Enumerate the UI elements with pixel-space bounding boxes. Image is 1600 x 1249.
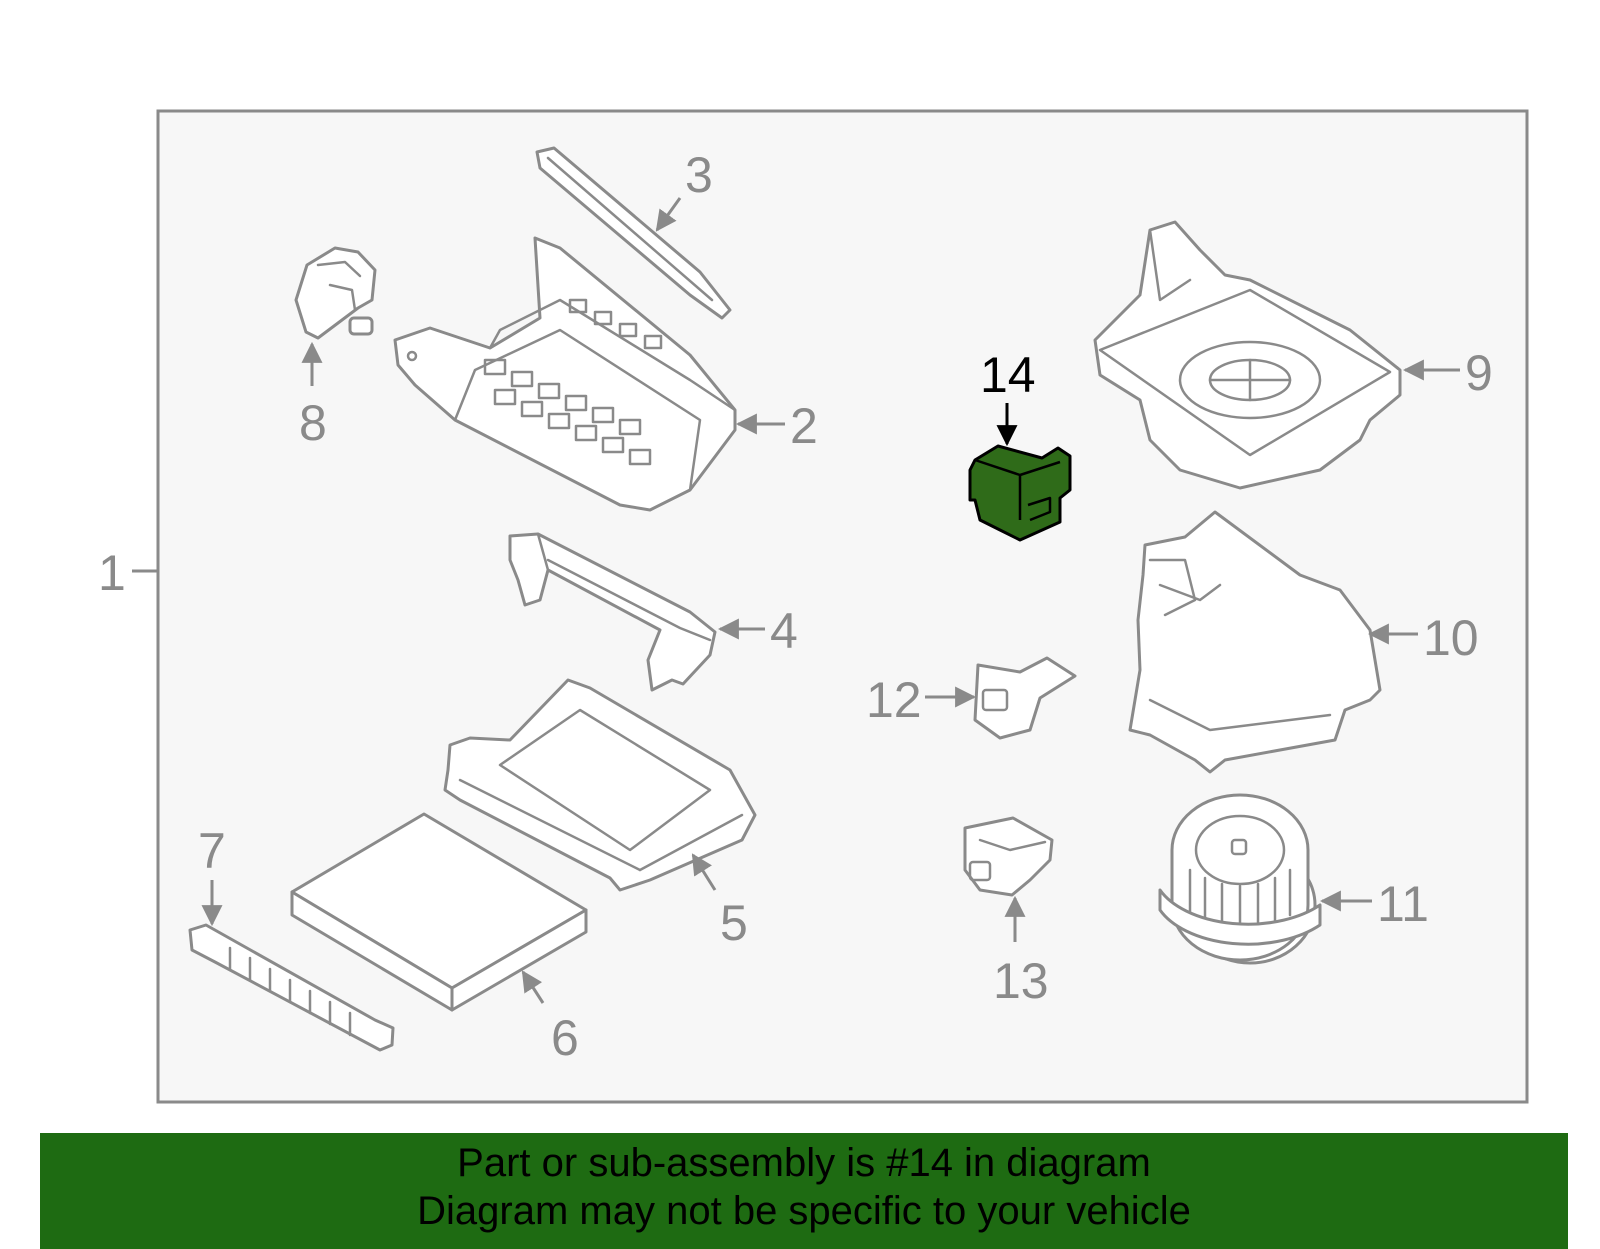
callout-14: 14 <box>980 347 1036 403</box>
part-10-lower-case <box>1128 510 1382 774</box>
part-8-actuator <box>294 246 377 340</box>
info-banner: Part or sub-assembly is #14 in diagram D… <box>40 1133 1568 1249</box>
callout-1: 1 <box>98 545 126 601</box>
part-2-housing <box>393 236 737 512</box>
callout-3: 3 <box>685 147 713 203</box>
callout-9: 9 <box>1465 345 1493 401</box>
callout-13: 13 <box>993 953 1049 1009</box>
part-3-seal <box>535 146 732 320</box>
callout-4: 4 <box>770 603 798 659</box>
part-5-frame <box>443 678 757 892</box>
part-11-blower-motor <box>1158 793 1322 965</box>
callout-10: 10 <box>1423 610 1479 666</box>
callout-5: 5 <box>720 895 748 951</box>
callout-11: 11 <box>1377 876 1429 932</box>
leader-6 <box>521 970 545 1004</box>
part-12-switch <box>973 656 1077 740</box>
part-13-module <box>963 816 1054 897</box>
banner-line-1: Part or sub-assembly is #14 in diagram <box>457 1141 1151 1185</box>
leader-3 <box>655 197 682 232</box>
banner-line-2: Diagram may not be specific to your vehi… <box>417 1189 1191 1233</box>
callout-2: 2 <box>790 398 818 454</box>
part-4-bracket <box>508 532 717 692</box>
callout-8: 8 <box>299 395 327 451</box>
callout-7: 7 <box>198 823 226 879</box>
part-7-grille <box>188 923 395 1052</box>
callout-6: 6 <box>551 1010 579 1066</box>
part-9-upper-case <box>1093 220 1402 490</box>
part-14-resistor <box>968 444 1072 542</box>
callout-12: 12 <box>866 672 922 728</box>
part-6-filter <box>290 812 588 1012</box>
leader-5 <box>691 853 717 891</box>
